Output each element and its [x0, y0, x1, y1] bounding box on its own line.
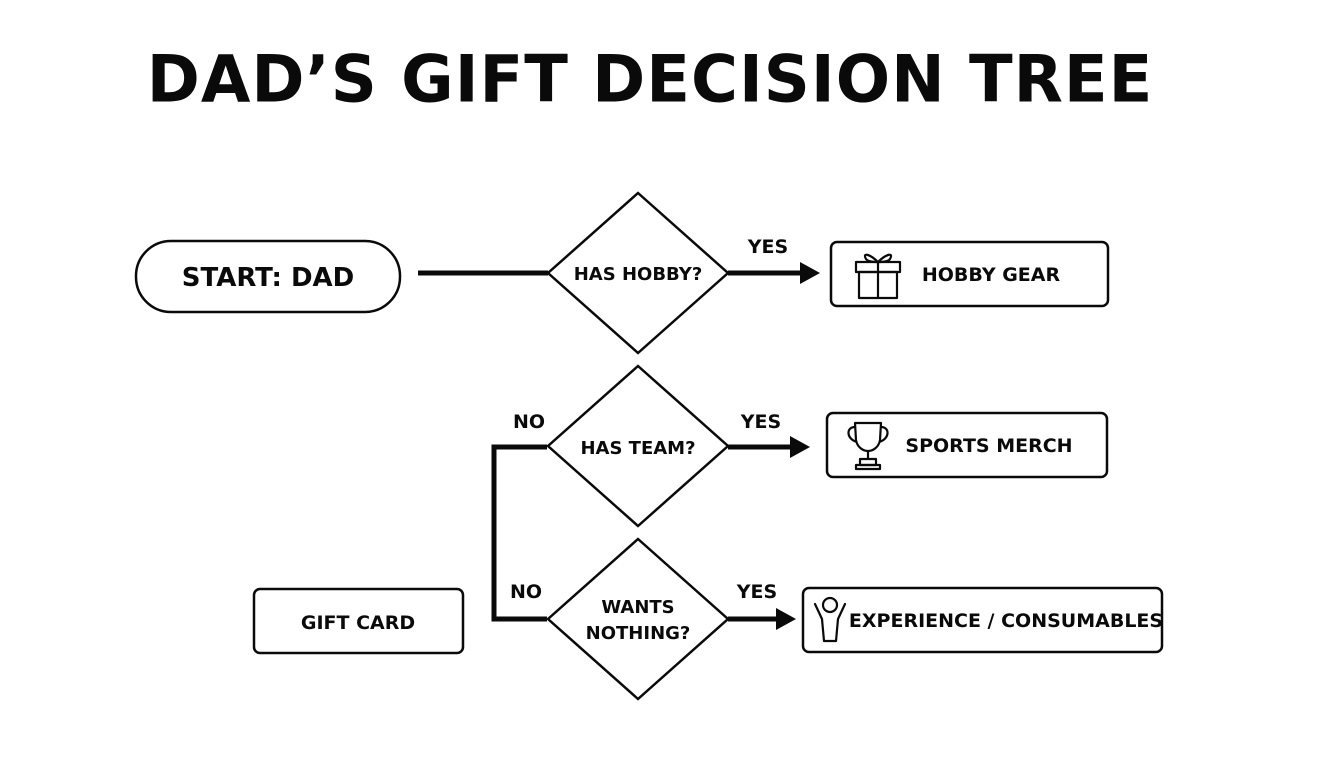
start-node: START: DAD [134, 239, 402, 314]
decision-has-hobby: HAS HOBBY? [546, 191, 730, 355]
arrowhead-hobby-gear [800, 262, 820, 284]
edge-label-nothing-no: NO [510, 581, 542, 603]
outcome-hobby-gear-label: HOBBY GEAR [922, 264, 1061, 286]
edge-label-team-no: NO [513, 411, 545, 433]
edge-label-team-yes: YES [740, 411, 781, 433]
outcome-gift-card: GIFT CARD [252, 587, 465, 655]
decision-has-hobby-label: HAS HOBBY? [574, 264, 703, 285]
arrowhead-experience [776, 608, 796, 630]
connector-team-no-to-nothing [491, 444, 547, 622]
outcome-experience-label: EXPERIENCE / CONSUMABLES [849, 610, 1163, 632]
connectors [418, 270, 808, 622]
person-cheering-icon [813, 596, 847, 643]
outcome-gift-card-label: GIFT CARD [301, 612, 415, 634]
outcome-experience: EXPERIENCE / CONSUMABLES [801, 586, 1164, 654]
trophy-icon [847, 421, 889, 471]
outcome-sports-merch: SPORTS MERCH [825, 411, 1109, 479]
decision-wants-nothing-line2: NOTHING? [586, 623, 691, 644]
arrowheads [776, 262, 820, 630]
outcome-sports-merch-label: SPORTS MERCH [905, 435, 1072, 457]
gift-icon [854, 253, 902, 300]
edge-label-hobby-yes: YES [747, 236, 788, 258]
diagram-title: DAD’S GIFT DECISION TREE [146, 42, 1154, 118]
start-node-label: START: DAD [182, 263, 354, 293]
outcome-hobby-gear: HOBBY GEAR [829, 240, 1110, 308]
decision-has-team: HAS TEAM? [546, 364, 730, 528]
edge-label-nothing-yes: YES [736, 581, 777, 603]
decision-wants-nothing-line1: WANTS [601, 597, 674, 618]
arrowhead-sports-merch [790, 436, 810, 458]
decision-wants-nothing: WANTS NOTHING? [546, 537, 730, 701]
decision-has-team-label: HAS TEAM? [580, 438, 695, 459]
